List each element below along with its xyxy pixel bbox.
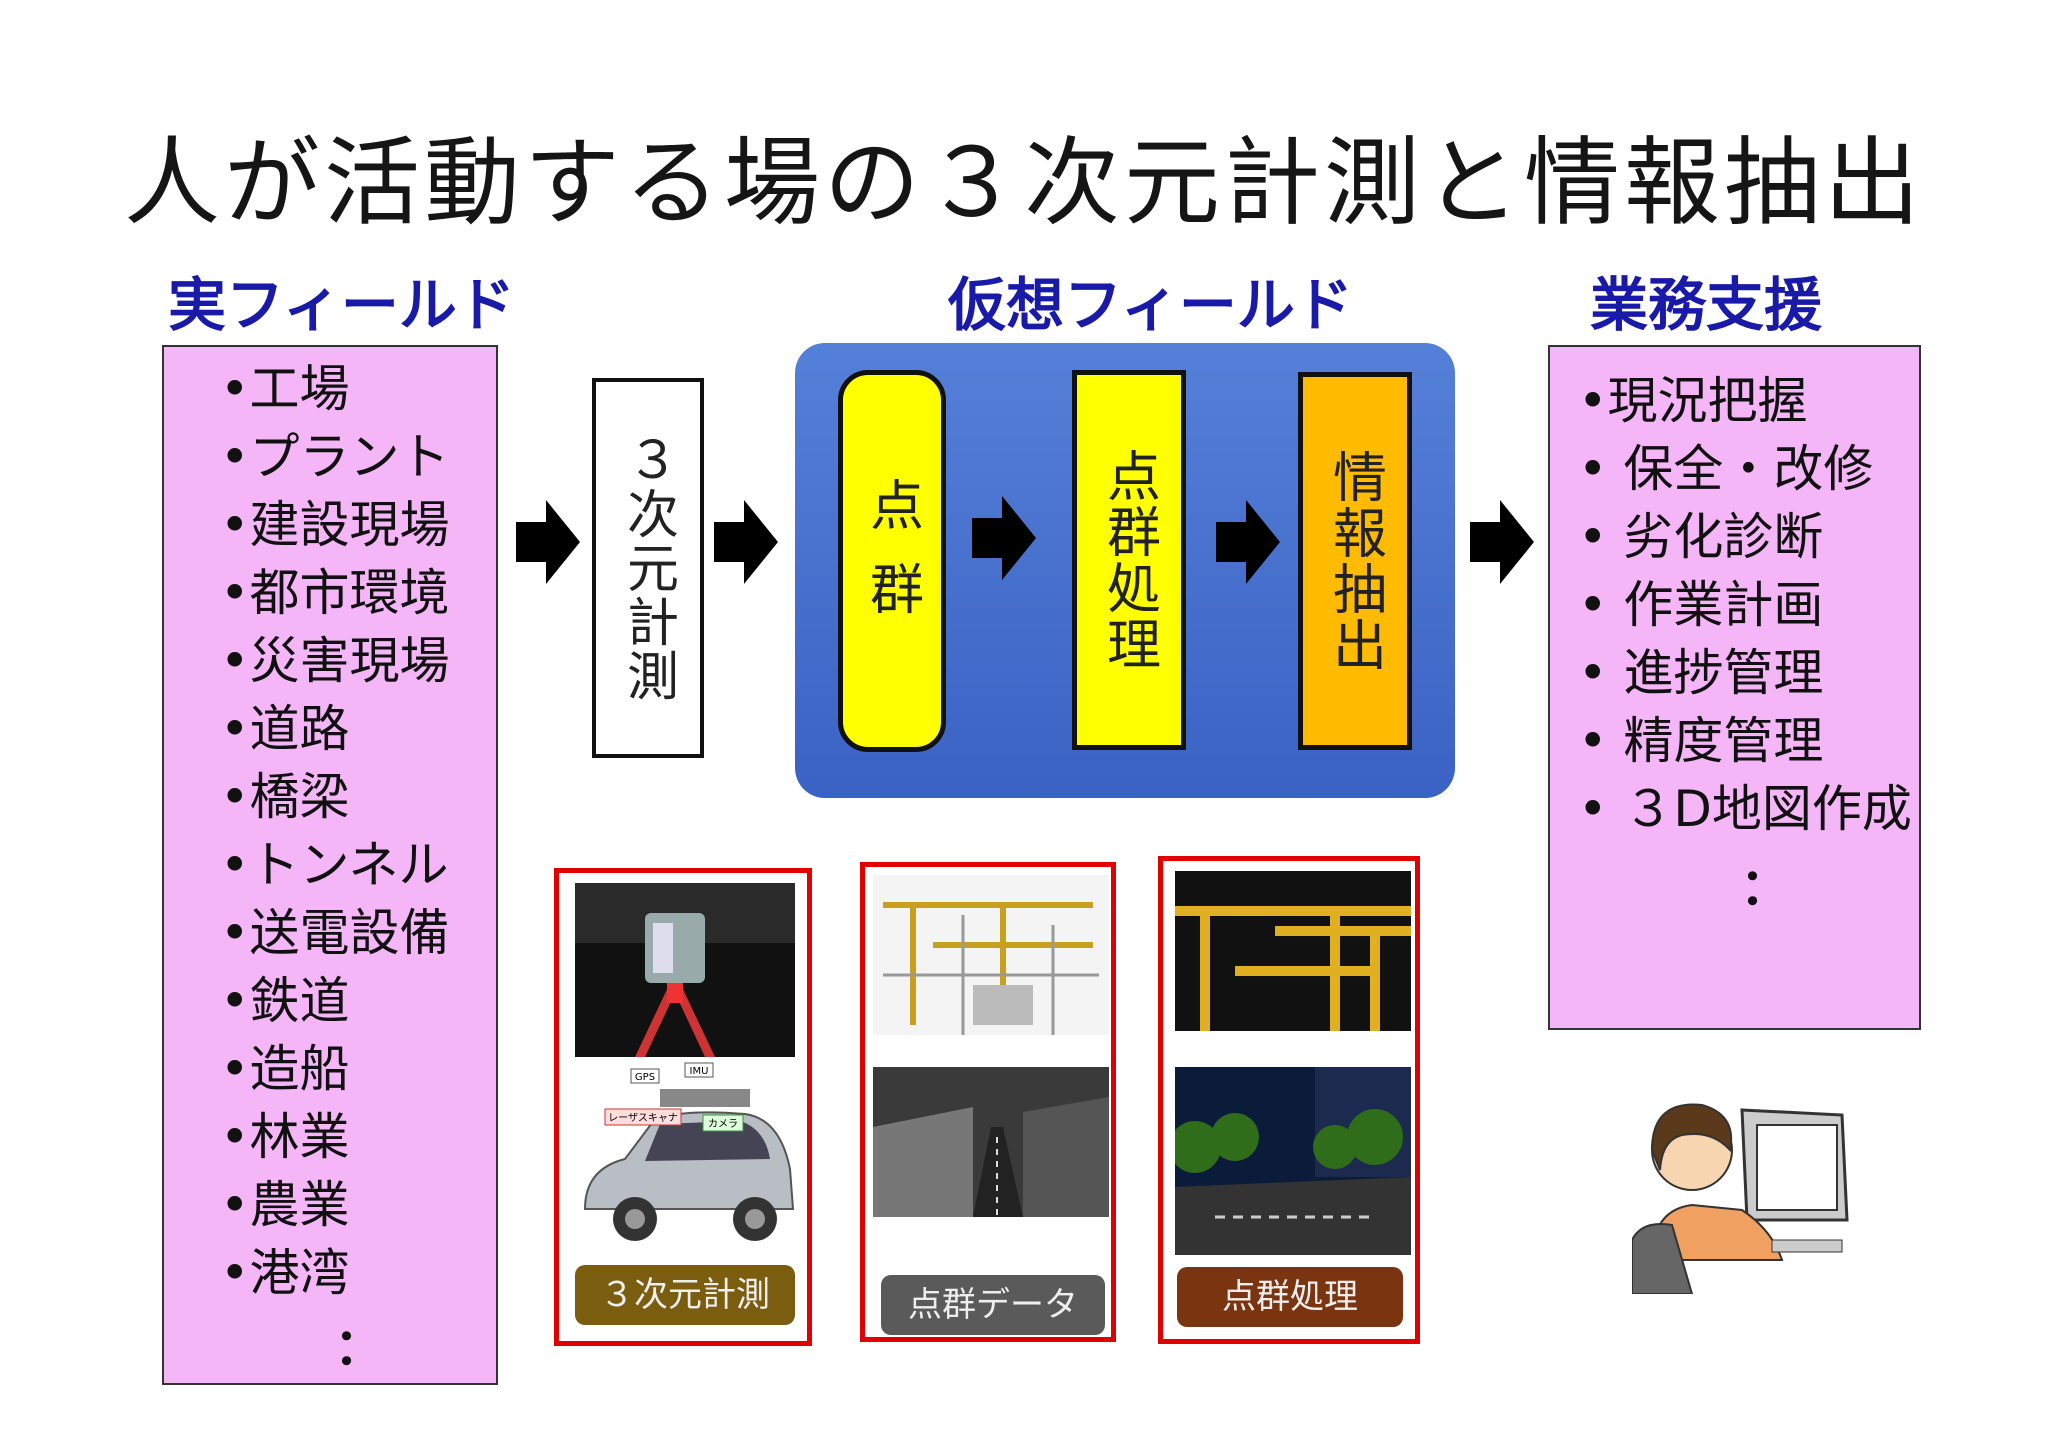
pipe-model-image bbox=[1175, 871, 1411, 1031]
list-item: •農業 bbox=[220, 1176, 350, 1234]
list-item: •災害現場 bbox=[220, 632, 450, 690]
list-item: •トンネル bbox=[220, 836, 449, 894]
point-cloud-label: 点群 bbox=[860, 477, 924, 645]
point-cloud-processing-box: 点群処理 bbox=[1072, 370, 1186, 750]
point-data-photo-frame: 点群データ bbox=[860, 862, 1116, 1342]
processing-caption: 点群処理 bbox=[1177, 1267, 1403, 1327]
arrow-right-icon bbox=[714, 500, 778, 584]
camera-label: カメラ bbox=[708, 1118, 738, 1130]
page-title: 人が活動する場の３次元計測と情報抽出 bbox=[124, 127, 1924, 239]
list-item: •プラント bbox=[220, 428, 450, 486]
list-item: •工場 bbox=[220, 360, 350, 418]
list-item: • 精度管理 bbox=[1578, 712, 1824, 770]
virtual-field-heading: 仮想フィールド bbox=[948, 271, 1353, 339]
list-item: •建設現場 bbox=[220, 496, 450, 554]
measurement-label: ３次元計測 bbox=[617, 433, 678, 703]
point-data-caption: 点群データ bbox=[881, 1275, 1105, 1335]
arrow-right-icon bbox=[1216, 500, 1280, 584]
list-item: •道路 bbox=[220, 700, 350, 758]
list-item: •現況把握 bbox=[1578, 372, 1808, 430]
ellipsis: ： bbox=[334, 1318, 384, 1376]
list-item: • 劣化診断 bbox=[1578, 508, 1824, 566]
point-cloud-box: 点群 bbox=[838, 370, 946, 752]
imu-label: IMU bbox=[690, 1066, 709, 1077]
list-item: • 進捗管理 bbox=[1578, 644, 1824, 702]
list-item: •都市環境 bbox=[220, 564, 450, 622]
real-field-list: •工場 •プラント •建設現場 •都市環境 •災害現場 •道路 •橋梁 •トンネ… bbox=[220, 355, 450, 1307]
list-item: • ３D地図作成 bbox=[1578, 780, 1912, 838]
scanner-photo bbox=[575, 883, 795, 1057]
laser-scanner-label: レーザスキャナ bbox=[608, 1112, 678, 1124]
list-item: •港湾 bbox=[220, 1244, 350, 1302]
processing-photo-frame: 点群処理 bbox=[1158, 856, 1420, 1344]
street-pointcloud-image bbox=[873, 1067, 1109, 1217]
arrow-right-icon bbox=[972, 496, 1036, 580]
point-cloud-processing-label: 点群処理 bbox=[1097, 448, 1161, 672]
business-support-list: •現況把握 • 保全・改修 • 劣化診断 • 作業計画 • 進捗管理 • 精度管… bbox=[1578, 367, 1912, 843]
list-item: •林業 bbox=[220, 1108, 350, 1166]
worker-at-computer-illustration bbox=[1632, 1060, 1862, 1294]
street-model-image bbox=[1175, 1067, 1411, 1255]
business-support-box: •現況把握 • 保全・改修 • 劣化診断 • 作業計画 • 進捗管理 • 精度管… bbox=[1548, 345, 1921, 1030]
measurement-photo-frame: GPS IMU レーザスキャナ カメラ ３次元計測 bbox=[554, 868, 812, 1346]
list-item: • 作業計画 bbox=[1578, 576, 1824, 634]
plant-pointcloud-image bbox=[873, 875, 1109, 1035]
car-photo: GPS IMU レーザスキャナ カメラ bbox=[565, 1059, 805, 1259]
real-field-heading: 実フィールド bbox=[168, 271, 515, 339]
list-item: •鉄道 bbox=[220, 972, 350, 1030]
info-extraction-box: 情報抽出 bbox=[1298, 372, 1412, 750]
list-item: •橋梁 bbox=[220, 768, 350, 826]
measurement-box: ３次元計測 bbox=[592, 378, 704, 758]
gps-label: GPS bbox=[635, 1072, 655, 1083]
list-item: • 保全・改修 bbox=[1578, 440, 1874, 498]
list-item: •送電設備 bbox=[220, 904, 450, 962]
business-support-heading: 業務支援 bbox=[1590, 271, 1823, 339]
arrow-right-icon bbox=[516, 500, 580, 584]
real-field-box: •工場 •プラント •建設現場 •都市環境 •災害現場 •道路 •橋梁 •トンネ… bbox=[162, 345, 498, 1385]
arrow-right-icon bbox=[1470, 500, 1534, 584]
info-extraction-label: 情報抽出 bbox=[1323, 449, 1387, 673]
ellipsis: ： bbox=[1740, 858, 1790, 916]
list-item: •造船 bbox=[220, 1040, 350, 1098]
measurement-caption: ３次元計測 bbox=[575, 1265, 795, 1325]
